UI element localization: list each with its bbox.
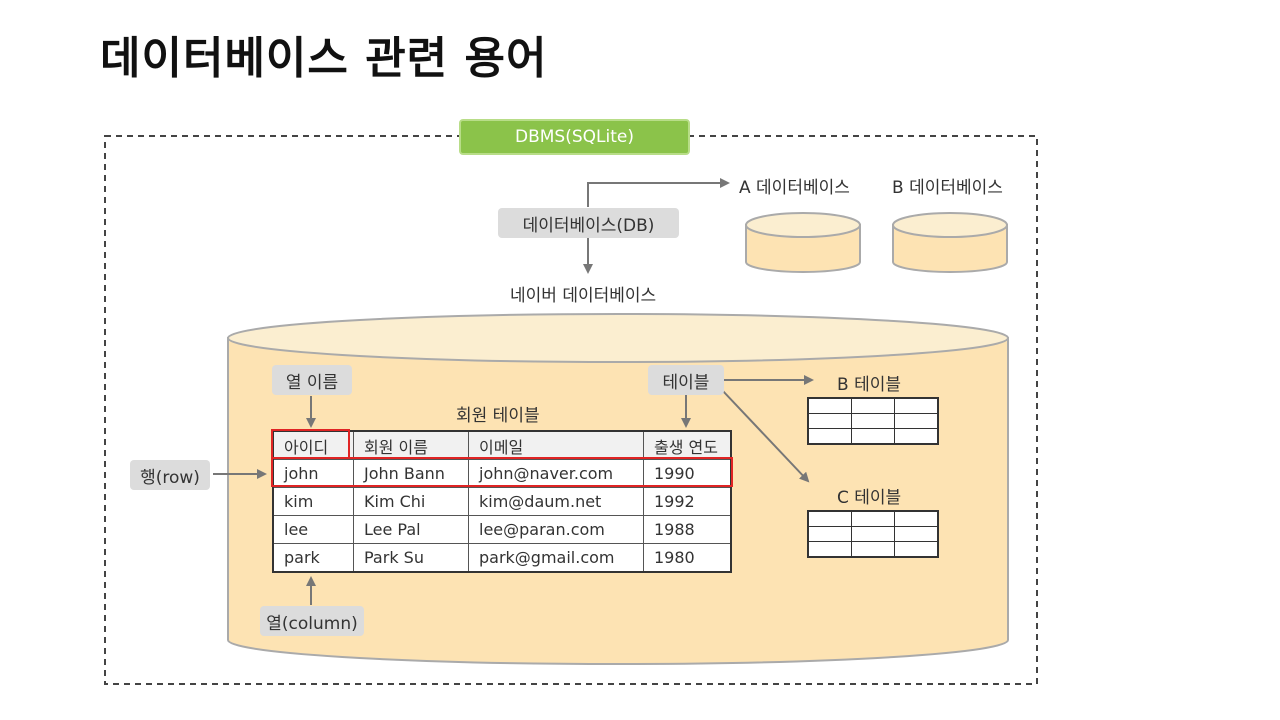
table-to-c-table-arrow bbox=[721, 389, 810, 483]
column-name-highlight bbox=[271, 429, 350, 459]
naver-database-label: 네이버 데이터베이스 bbox=[510, 286, 657, 306]
column-name-pill: 열 이름 bbox=[272, 365, 352, 395]
header-birth-year: 출생 연도 bbox=[643, 430, 732, 460]
database-pill: 데이터베이스(DB) bbox=[498, 208, 679, 238]
table-row: lee Lee Pal lee@paran.com 1988 bbox=[272, 515, 732, 544]
db-to-databases-arrow bbox=[587, 178, 730, 207]
member-table-header: 아이디 회원 이름 이메일 출생 연도 bbox=[272, 430, 732, 460]
table-row: john John Bann john@naver.com 1990 bbox=[272, 459, 732, 488]
database-b-cylinder bbox=[892, 212, 1008, 273]
cell-birth-year: 1988 bbox=[643, 515, 732, 544]
cell-birth-year: 1992 bbox=[643, 487, 732, 516]
table-pill: 테이블 bbox=[648, 365, 724, 395]
header-email: 이메일 bbox=[468, 430, 644, 460]
table-b-label: B 테이블 bbox=[837, 375, 901, 395]
table-c-grid bbox=[807, 510, 939, 558]
table-row: park Park Su park@gmail.com 1980 bbox=[272, 543, 732, 573]
cell-id: john bbox=[272, 459, 354, 488]
cell-email: lee@paran.com bbox=[468, 515, 644, 544]
row-pill: 행(row) bbox=[130, 460, 210, 490]
dbms-badge: DBMS(SQLite) bbox=[459, 119, 690, 155]
row-highlight bbox=[271, 457, 733, 487]
database-a-label: A 데이터베이스 bbox=[739, 178, 850, 198]
member-table-title: 회원 테이블 bbox=[456, 406, 540, 426]
cell-name: Kim Chi bbox=[353, 487, 469, 516]
table-c-label: C 테이블 bbox=[837, 488, 902, 508]
database-a-cylinder bbox=[745, 212, 861, 273]
table-row: kim Kim Chi kim@daum.net 1992 bbox=[272, 487, 732, 516]
cell-name: Lee Pal bbox=[353, 515, 469, 544]
cell-name: Park Su bbox=[353, 543, 469, 573]
cell-name: John Bann bbox=[353, 459, 469, 488]
table-b-grid bbox=[807, 397, 939, 445]
page-title: 데이터베이스 관련 용어 bbox=[100, 33, 548, 84]
header-name: 회원 이름 bbox=[353, 430, 469, 460]
cell-email: kim@daum.net bbox=[468, 487, 644, 516]
database-b-label: B 데이터베이스 bbox=[892, 178, 1003, 198]
cell-id: park bbox=[272, 543, 354, 573]
cell-email: john@naver.com bbox=[468, 459, 644, 488]
cell-birth-year: 1980 bbox=[643, 543, 732, 573]
cell-email: park@gmail.com bbox=[468, 543, 644, 573]
column-pill: 열(column) bbox=[260, 606, 364, 636]
cell-id: lee bbox=[272, 515, 354, 544]
cell-birth-year: 1990 bbox=[643, 459, 732, 488]
cell-id: kim bbox=[272, 487, 354, 516]
